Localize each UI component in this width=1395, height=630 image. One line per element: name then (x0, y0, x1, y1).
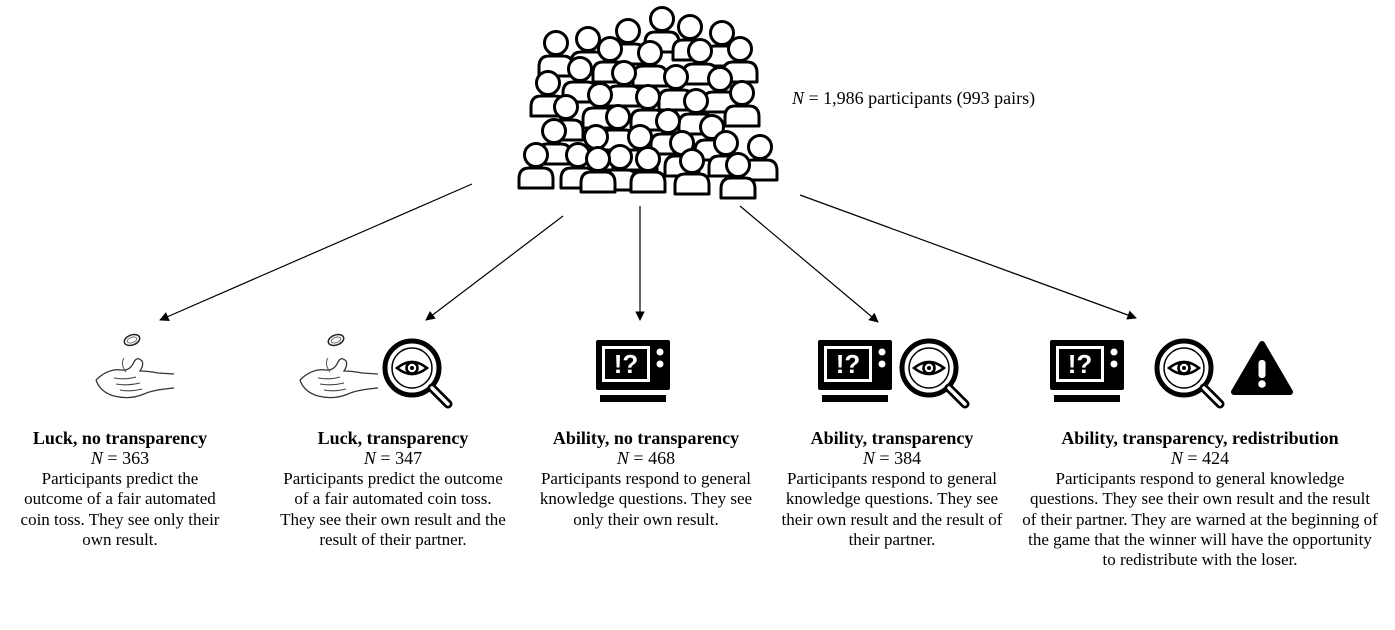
condition-count: N = 347 (363, 448, 423, 469)
condition-title: Luck, transparency (317, 428, 469, 448)
population-n-symbol: N (791, 88, 805, 108)
arrow-to-luck-no-transparency (159, 183, 473, 321)
condition-title: Luck, no transparency (32, 428, 208, 448)
condition-description: Participants respond to general knowledg… (781, 468, 1003, 550)
condition-title: Ability, no transparency (552, 428, 740, 448)
tv-glyph: !? (836, 349, 861, 379)
ability-transparency-redistribution-icons: !? (1050, 340, 1290, 404)
condition-ability-transparency: Ability, transparency N = 384 Participan… (778, 428, 1006, 550)
condition-count: N = 363 (90, 448, 150, 469)
tv-glyph: !? (1068, 349, 1093, 379)
condition-ability-transparency-redistribution: Ability, transparency, redistribution N … (1022, 428, 1378, 571)
person-icon (517, 142, 555, 190)
crowd-icon (517, 6, 779, 200)
ability-transparency-icons: !? (818, 340, 965, 404)
tv-screen-inner (827, 349, 869, 379)
tv-screen-inner (1059, 349, 1101, 379)
tv-screen-inner (605, 349, 647, 379)
tv-stand (1054, 395, 1120, 402)
condition-description: Participants respond to general knowledg… (1022, 468, 1378, 570)
tv-knob (656, 360, 664, 368)
coin-toss-hand-icon (299, 331, 379, 399)
quiz-tv-icon: !? (1050, 340, 1124, 402)
condition-luck-transparency: Luck, transparency N = 347 Participants … (280, 428, 506, 550)
luck-no-transparency-icons (95, 331, 175, 399)
condition-description: Participants predict the outcome of a fa… (280, 468, 506, 550)
quiz-tv-icon: !? (818, 340, 892, 402)
arrows (159, 183, 1137, 323)
coin-toss-hand-icon (95, 331, 175, 399)
tv-glyph: !? (614, 349, 639, 379)
magnifier-eye-icon (1157, 341, 1220, 404)
condition-description: Participants predict the outcome of a fa… (20, 468, 220, 550)
tv-knob (878, 360, 886, 368)
tv-knob (656, 348, 664, 356)
condition-title: Ability, transparency (810, 428, 974, 448)
condition-title: Ability, transparency, redistribution (1061, 428, 1339, 448)
arrow-to-ability-transparency (739, 205, 879, 323)
condition-count: N = 384 (862, 448, 922, 469)
quiz-tv-icon: !? (596, 340, 670, 402)
tv-knob (1110, 348, 1118, 356)
warning-icon (1234, 344, 1290, 392)
condition-ability-no-transparency: Ability, no transparency N = 468 Partici… (535, 428, 757, 530)
condition-count: N = 468 (616, 448, 676, 469)
tv-stand (600, 395, 666, 402)
condition-luck-no-transparency: Luck, no transparency N = 363 Participan… (20, 428, 220, 550)
arrow-to-luck-transparency (425, 215, 564, 321)
arrow-to-ability-transparency-redistribution (799, 194, 1137, 320)
condition-description: Participants respond to general knowledg… (539, 468, 753, 529)
population-total: = 1,986 participants (993 pairs) (804, 88, 1035, 109)
population-label: N = 1,986 participants (993 pairs) (791, 88, 1035, 109)
tv-stand (822, 395, 888, 402)
luck-transparency-icons (299, 331, 448, 404)
tv-knob (878, 348, 886, 356)
magnifier-eye-icon (902, 341, 965, 404)
condition-count: N = 424 (1170, 448, 1230, 469)
tv-knob (1110, 360, 1118, 368)
magnifier-eye-icon (385, 341, 448, 404)
ability-no-transparency-icons: !? (596, 340, 670, 402)
